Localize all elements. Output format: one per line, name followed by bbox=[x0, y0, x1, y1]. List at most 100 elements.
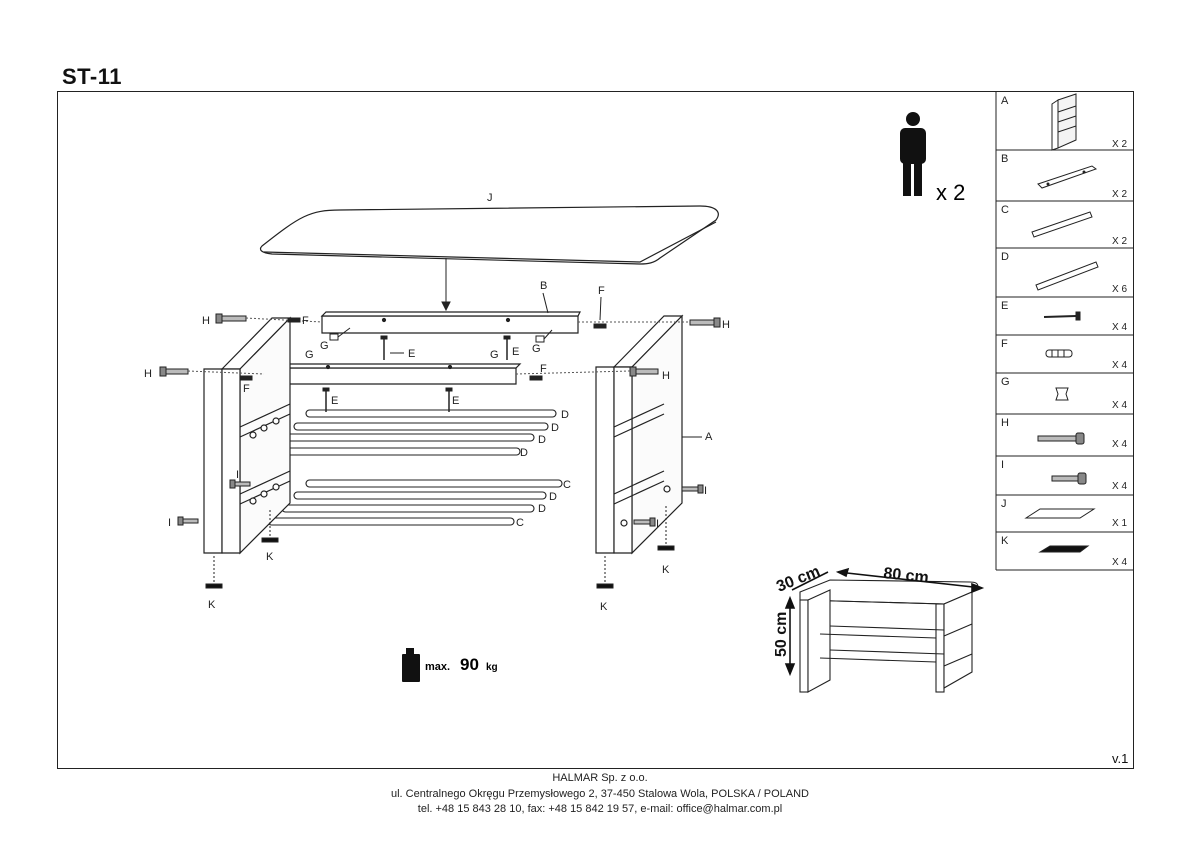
callout-d-3: D bbox=[538, 434, 546, 446]
cam-g-2 bbox=[535, 329, 553, 343]
person-icon bbox=[900, 112, 926, 196]
part-letter-i: I bbox=[1001, 459, 1004, 471]
part-letter-h: H bbox=[1001, 417, 1009, 429]
callout-d-4: D bbox=[520, 447, 528, 459]
part-qty-i: X 4 bbox=[1112, 481, 1127, 492]
part-d-rod-icon bbox=[1035, 261, 1099, 291]
part-qty-d: X 6 bbox=[1112, 284, 1127, 295]
part-qty-c: X 2 bbox=[1112, 236, 1127, 247]
part-qty-b: X 2 bbox=[1112, 189, 1127, 200]
part-i-bolt-icon bbox=[1051, 472, 1087, 485]
side-frame-right bbox=[595, 314, 684, 555]
callout-f-3: F bbox=[598, 285, 605, 297]
callout-g-3: G bbox=[490, 349, 499, 361]
parts-quantities: X 2 X 2 X 2 X 6 X 4 X 4 X 4 X 4 X 4 X 1 … bbox=[1112, 139, 1127, 568]
callout-d-6: D bbox=[538, 503, 546, 515]
dowel-f-3 bbox=[593, 323, 607, 329]
dowel-f-2 bbox=[239, 375, 253, 381]
foot-k-4 bbox=[657, 506, 675, 551]
callout-b: B bbox=[540, 280, 547, 292]
part-letter-b: B bbox=[1001, 153, 1008, 165]
bolt-i-3 bbox=[681, 484, 704, 494]
part-letter-a: A bbox=[1001, 95, 1009, 107]
dowel-f-1 bbox=[287, 317, 301, 323]
part-c-rod-icon bbox=[1031, 211, 1093, 238]
dowels-f bbox=[239, 317, 607, 381]
callout-d-2: D bbox=[551, 422, 559, 434]
top-board-j bbox=[259, 205, 719, 265]
dowel-f-4 bbox=[529, 375, 543, 381]
cam-g-1 bbox=[329, 327, 351, 341]
rod-d-5 bbox=[293, 491, 547, 500]
rod-d-3 bbox=[281, 433, 535, 442]
callout-k-2: K bbox=[266, 551, 274, 563]
screw-e-4 bbox=[445, 387, 453, 412]
screw-e-3 bbox=[322, 387, 330, 412]
part-e-screw-icon bbox=[1043, 311, 1081, 321]
callout-d-1: D bbox=[561, 409, 569, 421]
part-letter-e: E bbox=[1001, 300, 1008, 312]
assembled-bench bbox=[799, 579, 979, 693]
width-dimension-line bbox=[837, 571, 983, 589]
part-qty-a: X 2 bbox=[1112, 139, 1127, 150]
callout-h-2: H bbox=[144, 368, 152, 380]
part-k-foot-pad-icon bbox=[1038, 545, 1090, 553]
weight-icon bbox=[402, 648, 420, 682]
callout-e-1: E bbox=[408, 348, 415, 360]
screw-e-1 bbox=[380, 335, 388, 360]
callout-f-1: F bbox=[302, 315, 309, 327]
callout-d-5: D bbox=[549, 491, 557, 503]
callout-h-1: H bbox=[202, 315, 210, 327]
rod-d-1 bbox=[305, 409, 557, 418]
part-letter-f: F bbox=[1001, 338, 1008, 350]
callout-k-3: K bbox=[600, 601, 608, 613]
part-qty-e: X 4 bbox=[1112, 322, 1127, 333]
load-unit: kg bbox=[486, 662, 498, 673]
part-qty-h: X 4 bbox=[1112, 439, 1127, 450]
rod-d-2 bbox=[293, 422, 549, 431]
part-f-dowel-icon bbox=[1045, 349, 1073, 358]
rod-d-4 bbox=[269, 447, 521, 456]
part-letter-j: J bbox=[1001, 498, 1007, 510]
callout-i-1: I bbox=[168, 517, 171, 529]
bolts-i bbox=[177, 479, 704, 527]
callout-c-2: C bbox=[516, 517, 524, 529]
rail-b-front bbox=[262, 363, 522, 385]
footer-address: ul. Centralnego Okręgu Przemysłowego 2, … bbox=[390, 788, 809, 800]
callout-k-1: K bbox=[208, 599, 216, 611]
rod-c-2 bbox=[267, 517, 515, 526]
dimension-width: 80 cm bbox=[883, 565, 930, 587]
parts-letters: A B C D E F G H I J K bbox=[1001, 95, 1010, 547]
foot-k-2 bbox=[261, 510, 279, 543]
footer-company: HALMAR Sp. z o.o. bbox=[552, 772, 648, 784]
bolt-h-3 bbox=[689, 317, 721, 328]
callout-g-4: G bbox=[532, 343, 541, 355]
dimension-height: 50 cm bbox=[773, 612, 790, 657]
callout-i-3: I bbox=[704, 485, 707, 497]
callout-f-4: F bbox=[540, 363, 547, 375]
part-qty-j: X 1 bbox=[1112, 518, 1127, 529]
people-count: x 2 bbox=[936, 180, 965, 205]
callout-e-4: E bbox=[452, 395, 459, 407]
callout-i-2: I bbox=[236, 469, 239, 481]
screw-e-2 bbox=[503, 335, 511, 360]
bolt-i-2 bbox=[229, 479, 251, 489]
callout-h-4: H bbox=[662, 370, 670, 382]
callout-f-2: F bbox=[243, 383, 250, 395]
part-h-bolt-icon bbox=[1037, 432, 1085, 445]
part-a-side-frame-icon bbox=[1051, 93, 1077, 151]
part-qty-f: X 4 bbox=[1112, 360, 1127, 371]
callout-a: A bbox=[705, 431, 713, 443]
version-label: v.1 bbox=[1112, 751, 1129, 766]
load-prefix: max. bbox=[425, 661, 450, 673]
callout-k-4: K bbox=[662, 564, 670, 576]
callout-c-1: C bbox=[563, 479, 571, 491]
rail-b-back bbox=[320, 311, 581, 334]
callout-e-3: E bbox=[331, 395, 338, 407]
part-letter-k: K bbox=[1001, 535, 1009, 547]
footer-contact: tel. +48 15 843 28 10, fax: +48 15 842 1… bbox=[417, 803, 783, 815]
model-title: ST-11 bbox=[62, 64, 122, 89]
callout-g-2: G bbox=[320, 340, 329, 352]
bolt-i-1 bbox=[177, 516, 199, 526]
